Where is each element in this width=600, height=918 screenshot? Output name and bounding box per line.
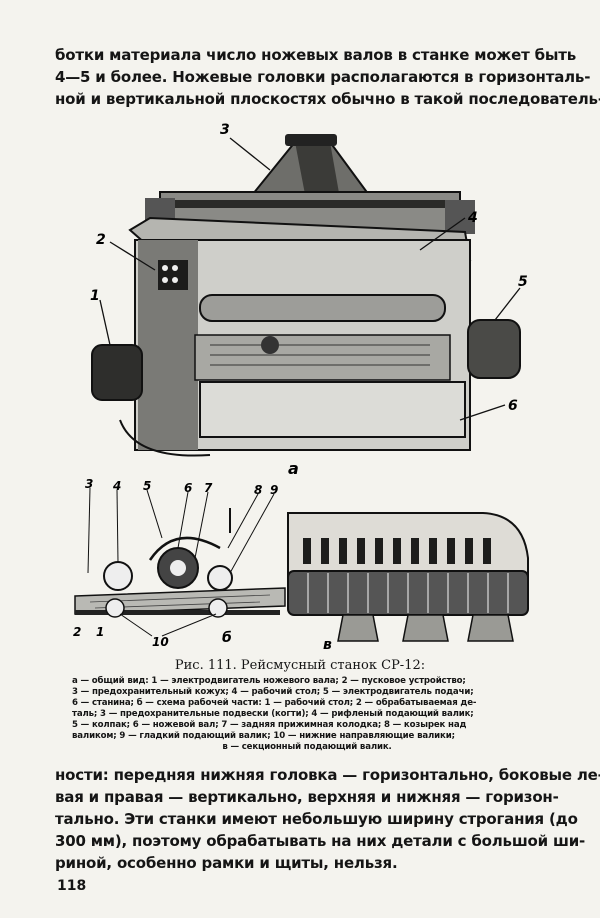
legend-line: валиком; 9 — гладкий подающий валик; 10 … xyxy=(72,731,455,741)
text-line: ботки материала число ножевых валов в ст… xyxy=(55,46,577,64)
legend-line: таль; 3 — предохранительные подвески (ко… xyxy=(72,709,474,719)
callout-label: 1 xyxy=(96,625,104,639)
callout-label: 5 xyxy=(143,479,151,493)
text-line: риной, особенно рамки и щиты, нельзя. xyxy=(55,854,398,872)
figure-working-scheme: 3 4 5 6 7 8 9 2 1 10 б xyxy=(73,478,286,649)
legend-line: в — секционный подающий валик. xyxy=(222,742,392,752)
text-line: ной и вертикальной плоскостях обычно в т… xyxy=(55,90,600,108)
callout-label: 5 xyxy=(518,274,528,290)
paragraph-bottom: ности: передняя нижняя головка — горизон… xyxy=(55,764,600,874)
callout-label: 3 xyxy=(85,478,93,491)
figure-sublabel: в xyxy=(323,637,332,653)
figure-sectional-roller: в xyxy=(287,512,529,653)
legend-line: 6 — станина; б — схема рабочей части: 1 … xyxy=(72,698,477,708)
text-line: тально. Эти станки имеют небольшую ширин… xyxy=(55,810,578,828)
legend-line: 5 — колпак; 6 — ножевой вал; 7 — задняя … xyxy=(72,720,467,730)
legend-line: 3 — предохранительный кожух; 4 — рабочий… xyxy=(72,687,474,697)
callout-label: 10 xyxy=(152,635,169,649)
figure-sublabel: а xyxy=(288,459,299,475)
figure-sublabel: б xyxy=(222,630,232,646)
callout-label: 6 xyxy=(184,481,192,495)
callout-label: 7 xyxy=(204,481,213,495)
callout-label: 4 xyxy=(467,210,478,226)
callout-label: 3 xyxy=(220,122,230,138)
callout-label: 2 xyxy=(73,625,81,639)
callout-label: 8 xyxy=(254,483,262,497)
paragraph-top: ботки материала число ножевых валов в ст… xyxy=(55,44,600,110)
figure-legend: а — общий вид: 1 — электродвигатель ноже… xyxy=(72,676,542,753)
text-line: 300 мм), поэтому обрабатывать на них дет… xyxy=(55,832,586,850)
callout-label: 6 xyxy=(508,398,518,414)
callout-label: 9 xyxy=(270,483,278,497)
callout-label: 1 xyxy=(90,288,100,304)
legend-line: а — общий вид: 1 — электродвигатель ноже… xyxy=(72,676,466,686)
text-line: вая и правая — вертикально, верхняя и ни… xyxy=(55,788,559,806)
text-line: 4—5 и более. Ножевые головки располагают… xyxy=(55,68,591,86)
callout-label: 2 xyxy=(96,232,106,248)
figure-caption: Рис. 111. Рейсмусный станок СР-12: xyxy=(174,658,426,673)
page-number: 118 xyxy=(57,878,87,894)
figure-general-view: 3 4 2 5 1 6 а xyxy=(90,122,528,475)
text-line: ности: передняя нижняя головка — горизон… xyxy=(55,766,600,784)
callout-label: 4 xyxy=(112,479,121,493)
